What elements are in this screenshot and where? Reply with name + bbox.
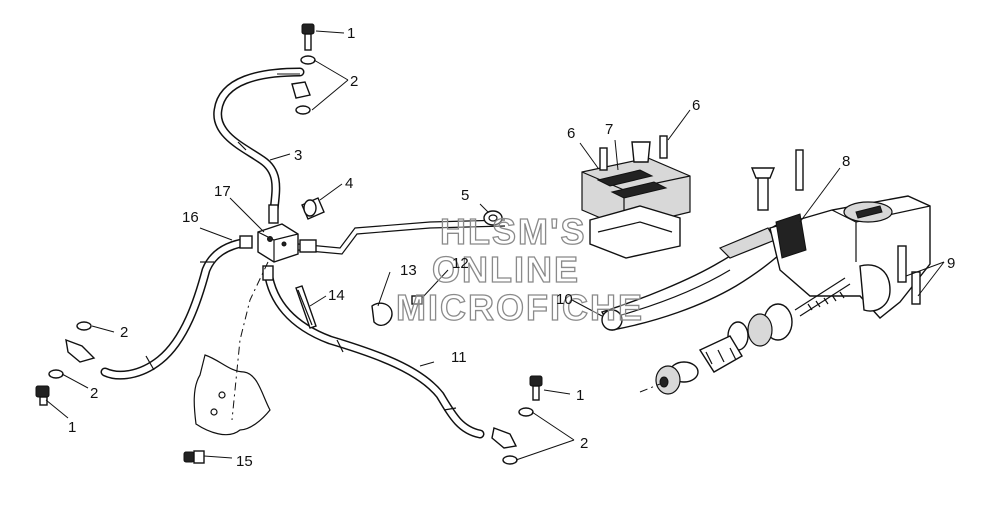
rigid-brake-line [297,219,506,255]
brake-junction-block [257,223,299,263]
callout-14: 14 [328,287,345,304]
upper-brake-hose [213,67,305,224]
callout-3: 3 [294,147,302,164]
callout-12: 12 [452,255,469,272]
hose-fitting [301,197,325,220]
callout-2-left-lower: 2 [90,385,98,402]
watermark-line-2: ONLINE [432,249,580,290]
lever-pin-and-boot [371,295,423,326]
callout-17: 17 [214,183,231,200]
watermark: HLSM'S ONLINE MICROFICHE [395,210,644,328]
banjo-bolt-top [291,23,316,115]
callout-2-left-upper: 2 [120,324,128,341]
callout-6-right: 6 [692,97,700,114]
watermark-line-1: HLSM'S [440,211,587,252]
frame-bolt [183,450,205,464]
banjo-bolt-right [502,375,543,465]
callout-9: 9 [947,255,955,272]
callout-2-right: 2 [580,435,588,452]
callout-1: 1 [347,25,355,42]
brake-lever [600,221,802,331]
callout-6-left: 6 [567,125,575,142]
master-cylinder-piston-kit [639,277,851,395]
callout-labels: 1 2 3 4 17 16 5 6 7 6 8 9 10 12 13 14 11… [68,25,955,470]
callout-7: 7 [605,121,613,138]
left-brake-hose [100,235,253,380]
callout-1-left: 1 [68,419,76,436]
grommet [483,210,503,226]
right-brake-hose [262,265,518,449]
reservoir-cover [581,135,691,259]
hose-clip [295,285,317,329]
callout-5: 5 [461,187,469,204]
callout-8: 8 [842,153,850,170]
callout-1-right: 1 [576,387,584,404]
callout-13: 13 [400,262,417,279]
callout-4: 4 [345,175,353,192]
callout-2: 2 [350,73,358,90]
watermark-line-3: MICROFICHE [396,287,644,328]
callout-15: 15 [236,453,253,470]
master-cylinder-body [750,149,931,319]
leader-lines [45,30,945,461]
callout-16: 16 [182,209,199,226]
callout-10: 10 [556,291,573,308]
frame-fragment [193,354,271,436]
callout-11: 11 [451,349,467,366]
banjo-bolt-left [35,321,96,406]
